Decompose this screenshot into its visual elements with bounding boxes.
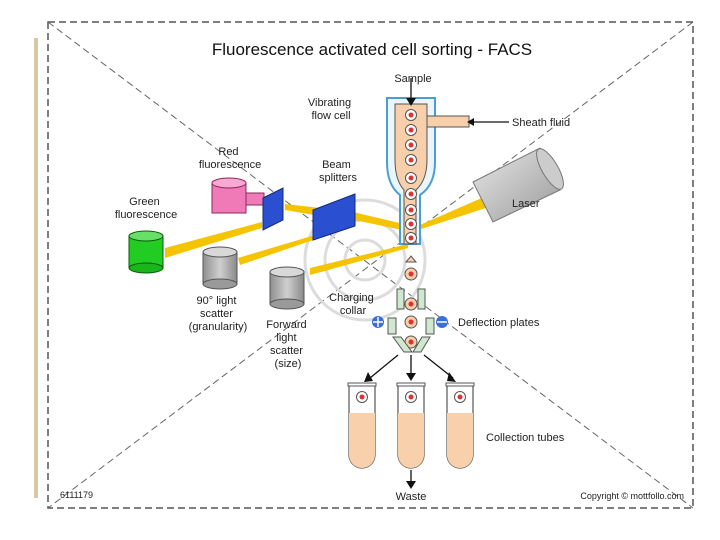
label-green-fluorescence: Green fluorescence (115, 196, 177, 221)
cell-nucleus (408, 207, 414, 213)
label-deflection-plates: Deflection plates (458, 317, 540, 329)
deflection-plates (372, 316, 448, 353)
cell-nucleus (408, 235, 414, 241)
collection-tubes (347, 382, 475, 469)
red-fluorescence-detector (211, 177, 265, 214)
cell-nucleus (408, 127, 414, 133)
collection-tube (347, 382, 377, 469)
cell-nucleus (457, 394, 463, 400)
label-beam-splitters: Beam splitters (319, 159, 357, 184)
cell-nucleus (408, 142, 414, 148)
cell-nucleus (408, 157, 414, 163)
charging-collar (396, 288, 426, 310)
forward-scatter-detector (269, 266, 305, 310)
laser-beam (412, 190, 500, 232)
label-vibrating-flow-cell: Vibrating flow cell (308, 97, 354, 122)
beam-to-side-scatter (238, 232, 325, 265)
side-scatter-detector (202, 246, 238, 290)
label-collection-tubes: Collection tubes (486, 432, 565, 444)
beam-splitters (262, 187, 356, 241)
copyright-notice: Copyright © mottfollo.com (580, 491, 684, 501)
label-waste: Waste (396, 491, 427, 503)
beam-splitter-gap (285, 204, 320, 216)
laser (472, 147, 564, 223)
label-charging-collar: Charging collar (329, 292, 377, 317)
beam-splitter (312, 193, 356, 241)
label-side-scatter: 90° light scatter (granularity) (189, 295, 248, 333)
flow-cell (386, 78, 470, 245)
cell-nucleus (408, 175, 414, 181)
droplet-dot (408, 271, 414, 277)
cells-in-flow (405, 109, 417, 244)
beam-to-green (165, 222, 262, 258)
droplet-dot (408, 339, 414, 345)
label-forward-scatter: Forward light scatter (size) (266, 319, 309, 370)
cell-nucleus (408, 394, 414, 400)
collection-tube (396, 382, 426, 469)
green-fluorescence-detector (128, 230, 164, 274)
cell-nucleus (359, 394, 365, 400)
droplets (404, 255, 418, 349)
cell-nucleus (408, 191, 414, 197)
slide-frame (47, 21, 694, 509)
sheath-inlet (426, 115, 470, 128)
beam-splitter (262, 187, 284, 231)
beam-to-forward-scatter (310, 244, 408, 275)
figure-id: 6111179 (60, 490, 93, 500)
diagram-title: Fluorescence activated cell sorting - FA… (212, 40, 532, 59)
droplet-dot (408, 319, 414, 325)
label-sheath-fluid: Sheath fluid (512, 117, 570, 129)
label-laser: Laser (512, 198, 540, 210)
laser-body (472, 147, 561, 223)
frame-diagonal-b (47, 21, 694, 509)
collection-tube (445, 382, 475, 469)
droplet-dot (408, 301, 414, 307)
cell-nucleus (408, 221, 414, 227)
frame-diagonal-a (47, 21, 694, 509)
cell-nucleus (408, 112, 414, 118)
label-red-fluorescence: Red fluorescence (199, 146, 261, 171)
arrows (364, 118, 509, 489)
label-sample: Sample (394, 73, 431, 85)
